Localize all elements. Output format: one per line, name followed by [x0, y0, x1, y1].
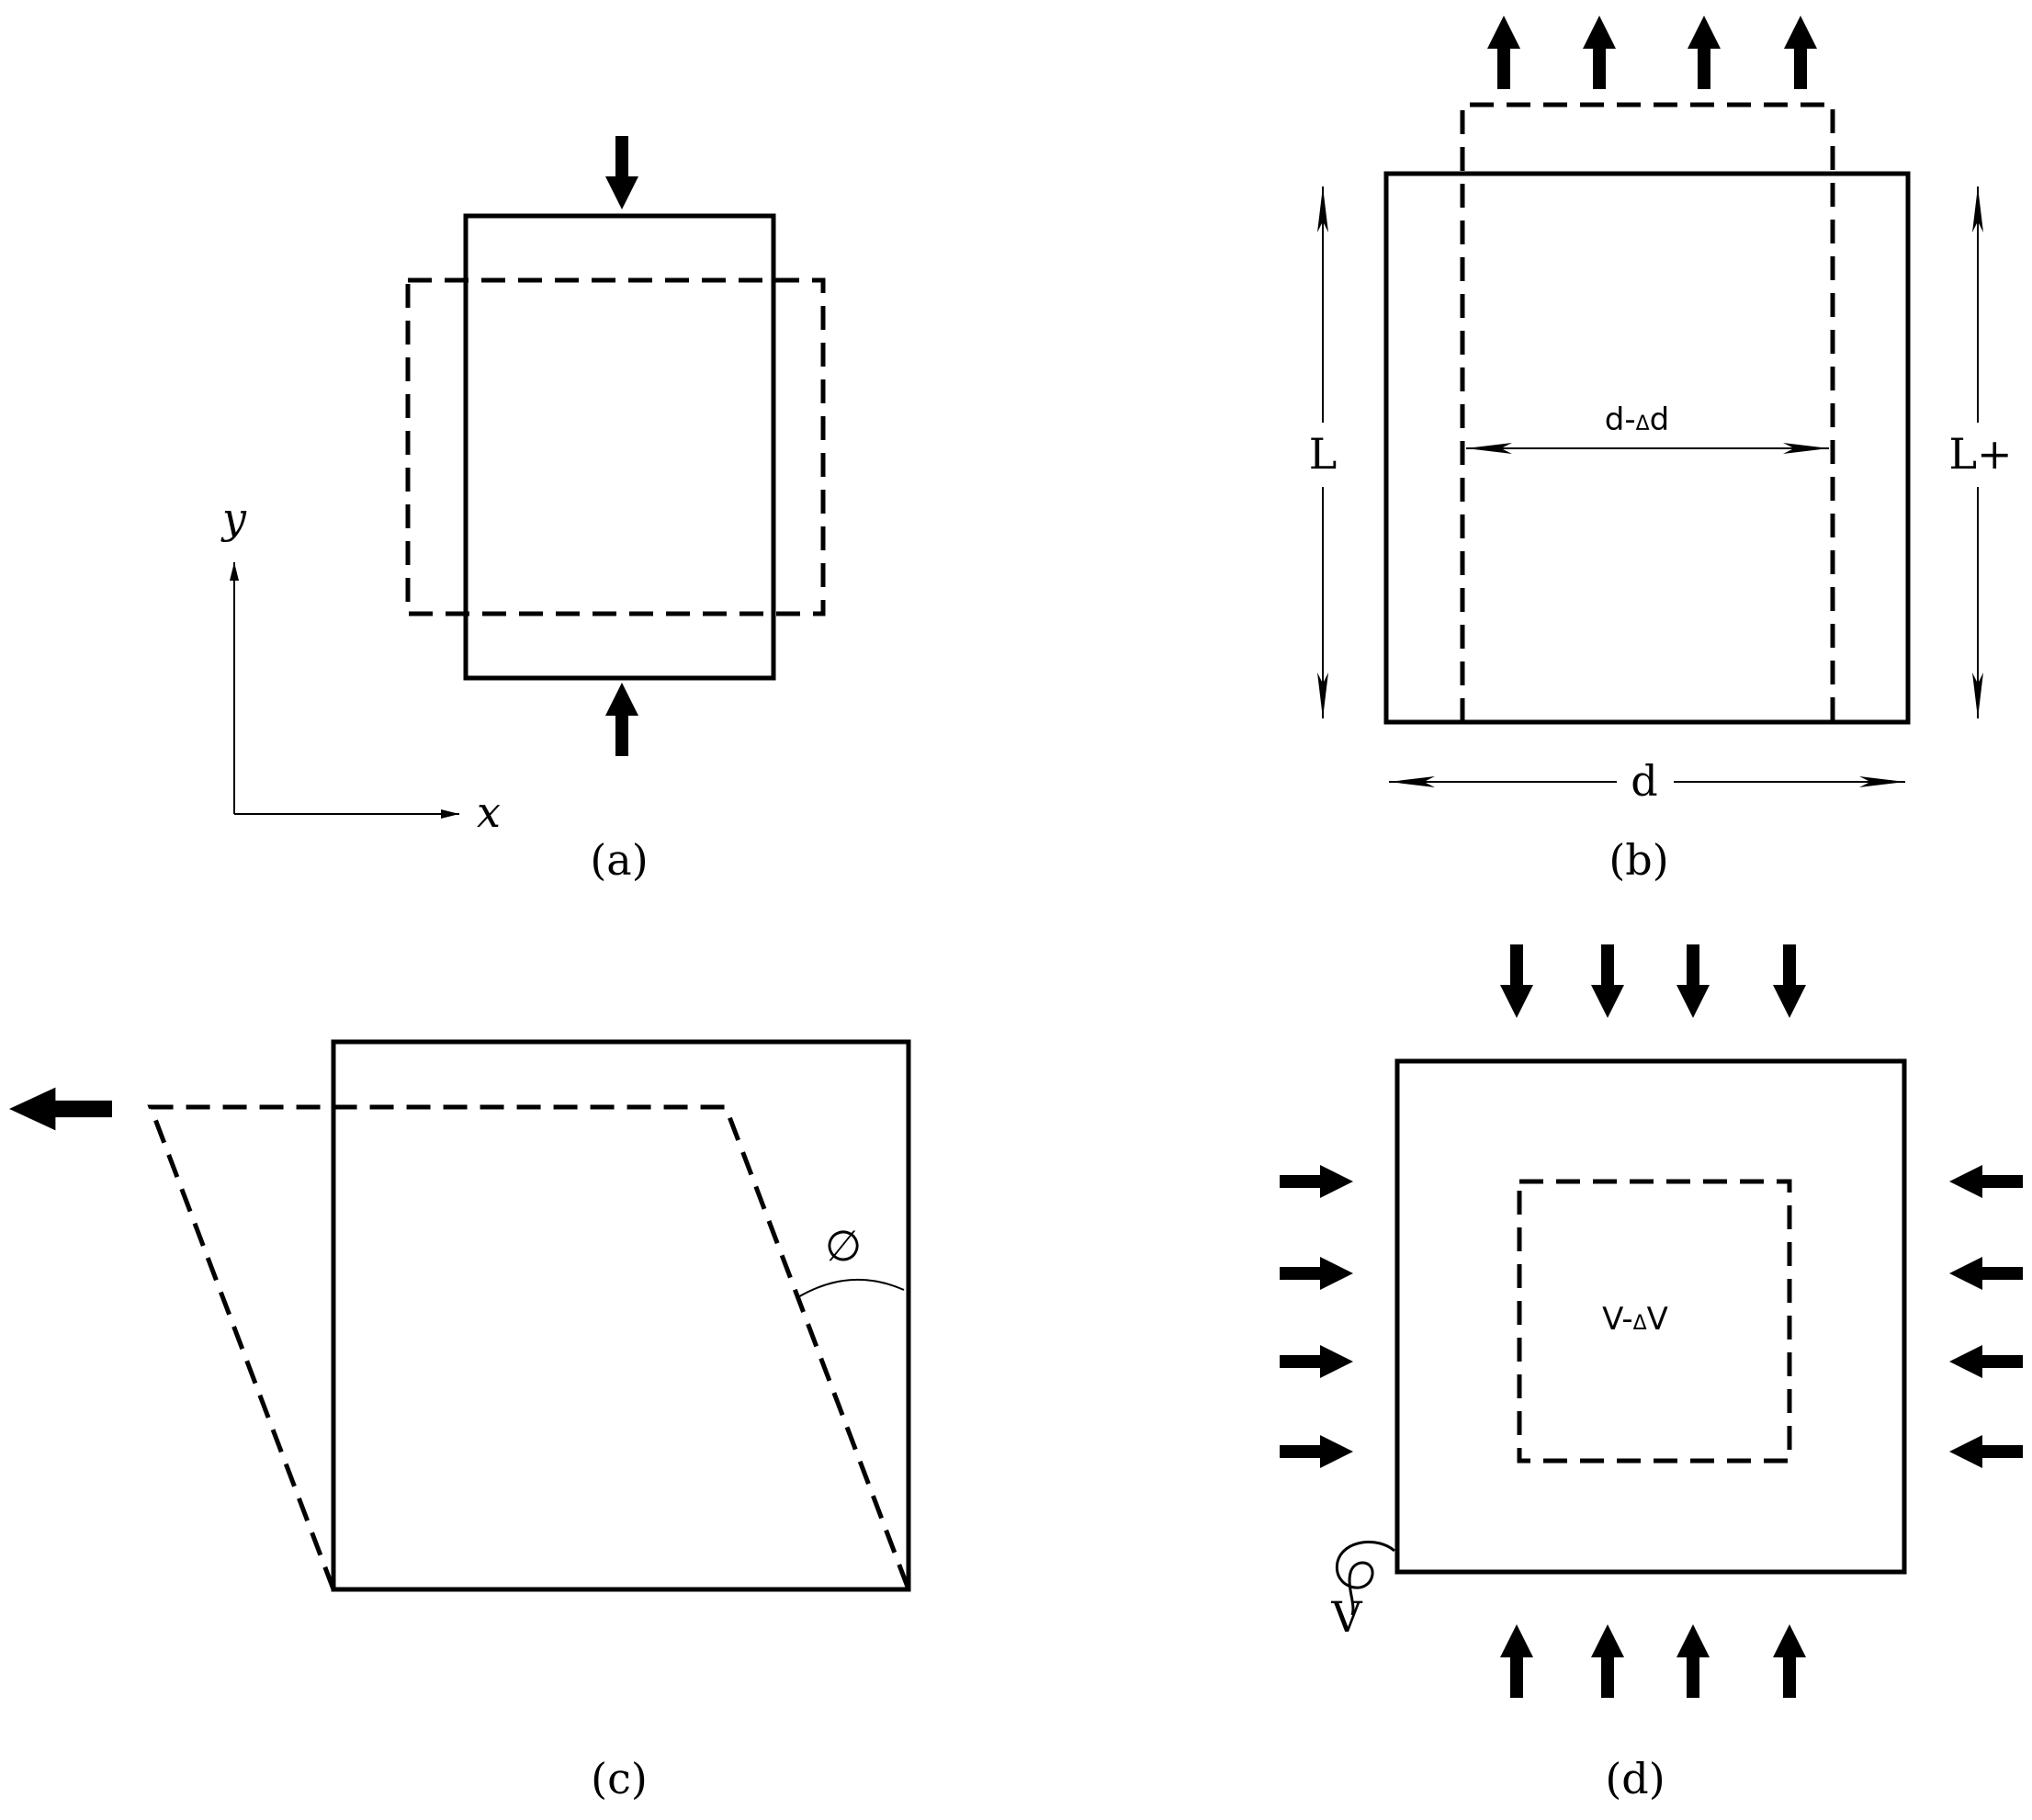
- tension-arrow-4: [1784, 16, 1817, 89]
- caption-c: (c): [591, 1754, 648, 1803]
- x-axis-label: x: [477, 787, 501, 837]
- tension-arrow-2: [1583, 16, 1616, 89]
- pressure-arrow-left-4: [1280, 1435, 1353, 1468]
- pressure-arrow-top-3: [1676, 944, 1710, 1018]
- pressure-arrow-right-3: [1949, 1345, 2023, 1378]
- panel-b: L L+ d-Δd d (b): [1309, 16, 2013, 885]
- label-L-plus: L+: [1948, 429, 2012, 479]
- pressure-arrow-left-1: [1280, 1165, 1353, 1198]
- tension-arrow-3: [1688, 16, 1721, 89]
- pressure-arrow-bottom-1: [1500, 1624, 1533, 1698]
- tension-arrow-1: [1487, 16, 1520, 89]
- pressure-arrow-left-3: [1280, 1345, 1353, 1378]
- compression-arrow-bottom: [605, 683, 638, 756]
- pressure-arrow-right-2: [1949, 1257, 2023, 1290]
- compression-arrow-top: [605, 136, 638, 209]
- label-v-minus: V-: [1602, 1301, 1633, 1338]
- label-d-minus-delta-d: d-Δd: [1605, 401, 1670, 438]
- pressure-arrow-top-1: [1500, 944, 1533, 1018]
- pressure-arrow-top-2: [1591, 944, 1624, 1018]
- label-delta: Δ: [1636, 413, 1650, 435]
- label-d-minus: d-: [1605, 401, 1636, 438]
- label-V: V: [1330, 1592, 1362, 1642]
- pressure-arrow-right-1: [1949, 1165, 2023, 1198]
- deformed-shape: [1460, 102, 1835, 722]
- original-shape: [463, 213, 776, 681]
- original-shape: [1383, 171, 1911, 725]
- pressure-arrow-bottom-2: [1591, 1624, 1624, 1698]
- original-shape: [331, 1039, 911, 1592]
- coordinate-axes: y x: [220, 493, 501, 837]
- pressure-arrow-bottom-3: [1676, 1624, 1710, 1698]
- deformed-shape: [405, 277, 826, 616]
- label-v-suffix: V: [1647, 1301, 1668, 1338]
- caption-a: (a): [590, 835, 648, 885]
- angle-arc: [796, 1278, 905, 1299]
- label-angle: ∅: [825, 1221, 862, 1271]
- label-L: L: [1309, 429, 1338, 479]
- label-d: d: [1631, 756, 1657, 806]
- sheared-shape: [147, 1104, 911, 1590]
- panel-a: y x (a): [220, 136, 826, 885]
- pressure-arrow-bottom-4: [1773, 1624, 1806, 1698]
- y-axis-label: y: [220, 493, 247, 543]
- label-d-suffix: d: [1650, 401, 1670, 438]
- caption-d: (d): [1605, 1754, 1665, 1803]
- caption-b: (b): [1609, 835, 1668, 885]
- shear-force-arrow: [9, 1087, 112, 1131]
- pressure-arrow-left-2: [1280, 1257, 1353, 1290]
- volume-leader-curl: [1336, 1540, 1395, 1616]
- label-delta: Δ: [1633, 1312, 1647, 1335]
- panel-d: V-ΔV V (d): [1280, 944, 2023, 1803]
- original-shape: [1394, 1058, 1907, 1575]
- label-v-minus-delta-v: V-ΔV: [1602, 1301, 1668, 1338]
- compressed-shape: [1517, 1179, 1792, 1464]
- pressure-arrow-top-4: [1773, 944, 1806, 1018]
- panel-c: ∅ (c): [9, 1039, 911, 1803]
- pressure-arrow-right-4: [1949, 1435, 2023, 1468]
